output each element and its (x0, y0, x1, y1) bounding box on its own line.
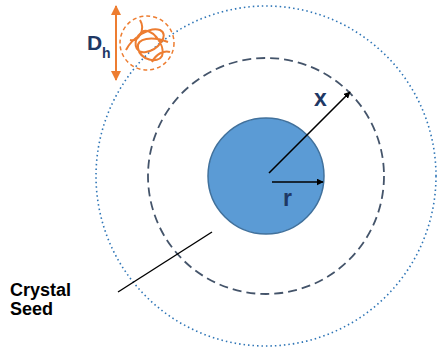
dashed-radius-circle (148, 58, 384, 294)
radius-symbol: x (314, 86, 327, 110)
leader-line (118, 232, 212, 292)
dimension-symbol: D (87, 32, 102, 54)
x-arrow (269, 92, 350, 173)
dimension-subscript: h (102, 46, 111, 61)
outer-dotted-circle (96, 6, 436, 346)
part-name: Crystal Seed (10, 281, 71, 319)
r-arrow (272, 181, 323, 183)
radius-symbol: r (283, 186, 292, 210)
polymer-chain (126, 29, 168, 60)
coil-boundary (120, 16, 174, 70)
polymer-chain (130, 20, 170, 62)
diameter-arrow (115, 6, 117, 80)
